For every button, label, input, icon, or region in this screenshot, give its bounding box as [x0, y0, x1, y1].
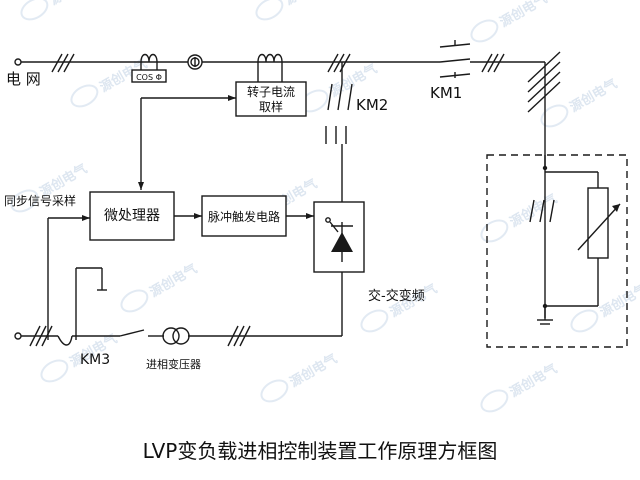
svg-text:源创电气: 源创电气 [287, 351, 340, 391]
km2-branch [325, 62, 353, 202]
motor-rotor-box [486, 154, 628, 348]
grid-bus [14, 53, 545, 73]
grid-label: 电 网 [6, 70, 41, 88]
rotor-current-sampling-box [235, 81, 307, 117]
watermark-logo: 源创电气 [260, 351, 340, 403]
rotor-circuit [529, 155, 621, 325]
pulse-trigger-box [201, 195, 287, 237]
svg-text:源创电气: 源创电气 [567, 76, 620, 116]
motor-feeder [527, 51, 561, 170]
svg-text:源创电气: 源创电气 [282, 0, 335, 9]
km1-label: KM1 [430, 84, 462, 102]
cpu-to-pulse-arrow [174, 213, 202, 219]
svg-text:源创电气: 源创电气 [497, 0, 550, 31]
watermark-logo: 源创电气 [480, 191, 560, 243]
transformer-icon [162, 327, 190, 345]
watermark-logo: 源创电气 [570, 281, 640, 333]
watermark-logo: 源创电气 [360, 281, 440, 333]
sampling-to-cpu-line [138, 95, 236, 190]
rotor-current-line2: 取样 [259, 99, 283, 114]
svg-text:源创电气: 源创电气 [147, 261, 200, 301]
watermark-logo: 源创电气 [470, 0, 550, 43]
sync-sampling-label: 同步信号采样 [4, 193, 76, 208]
watermark-logo: 源创电气 [120, 261, 200, 313]
breaker-icon [187, 54, 203, 70]
sync-signal-path [47, 215, 107, 340]
km3-label: KM3 [80, 352, 110, 368]
svg-text:源创电气: 源创电气 [597, 281, 640, 321]
thyristor-icon [325, 217, 353, 262]
pulse-trigger-label: 脉冲触发电路 [208, 209, 280, 224]
watermark-logo: 源创电气 [255, 0, 335, 21]
pulse-to-converter-arrow [286, 213, 314, 219]
svg-text:源创电气: 源创电气 [47, 0, 100, 9]
microprocessor-label: 微处理器 [104, 208, 160, 224]
cos-phi-meter: COS Φ [131, 53, 167, 83]
km2-label: KM2 [356, 96, 388, 114]
bottom-feeder [14, 272, 343, 347]
watermark-logo: 源创电气 [20, 0, 100, 21]
microprocessor-box [89, 191, 175, 241]
transformer-label: 进相变压器 [146, 357, 201, 371]
cos-phi-label: COS Φ [136, 73, 162, 82]
svg-text:源创电气: 源创电气 [327, 61, 380, 101]
rotor-current-line1: 转子电流 [247, 84, 295, 99]
diagram-title: LVP变负载进相控制装置工作原理方框图 [143, 439, 498, 463]
svg-text:源创电气: 源创电气 [507, 361, 560, 401]
converter-label: 交-交变频 [368, 288, 425, 304]
rotor-ct-coil [257, 53, 283, 82]
km1-switch [439, 40, 471, 78]
watermark-logo: 源创电气 [480, 361, 560, 413]
ac-ac-converter-box [313, 201, 365, 273]
